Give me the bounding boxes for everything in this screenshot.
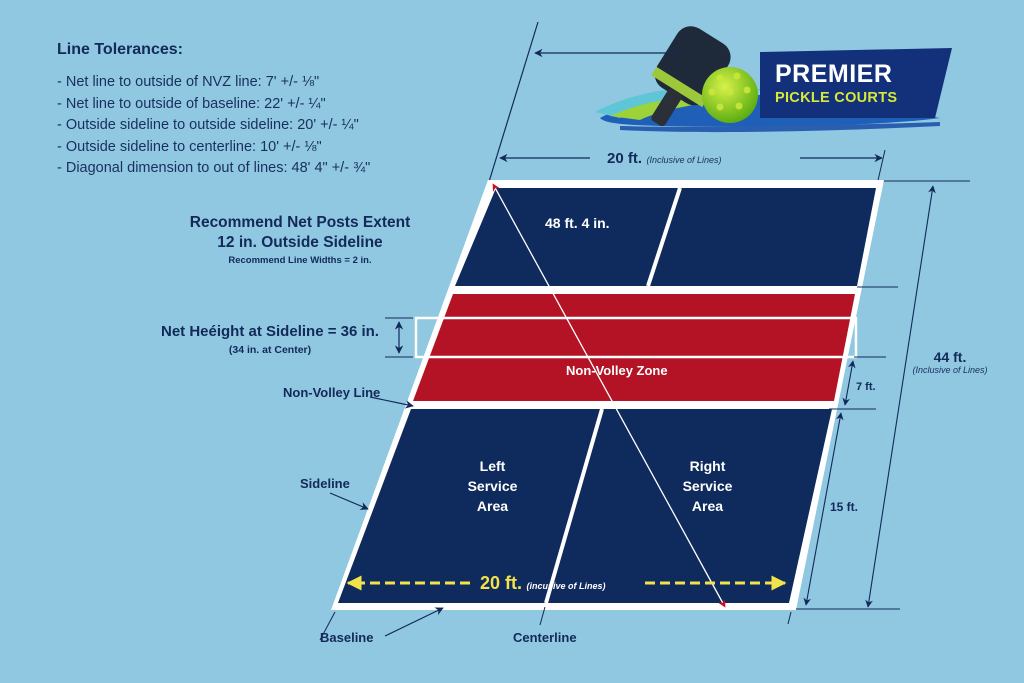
net-posts-line2: 12 in. Outside Sideline: [217, 234, 383, 251]
tolerance-item: Net line to outside of NVZ line: 7' +/- …: [57, 72, 370, 94]
length-dimension: 44 ft. (Inclusive of Lines): [912, 349, 988, 375]
tolerance-item: Diagonal dimension to out of lines: 48' …: [57, 158, 370, 180]
tolerance-item: Outside sideline to centerline: 10' +/- …: [57, 137, 370, 159]
logo-graphic: [595, 26, 952, 133]
right-service-area-label: Right Service Area: [682, 458, 733, 514]
non-volley-line-label: Non-Volley Line: [283, 385, 381, 400]
centerline-label: Centerline: [513, 630, 577, 645]
service-depth-dimension: 15 ft.: [830, 500, 859, 514]
tolerances-list: Net line to outside of NVZ line: 7' +/- …: [57, 72, 370, 180]
top-width-dimension: 20 ft. (Inclusive of Lines): [607, 150, 722, 167]
tolerance-item: Outside sideline to outside sideline: 20…: [57, 115, 370, 137]
net-posts-note: Recommend Net Posts Extent 12 in. Outsid…: [150, 213, 450, 269]
extension-line: [487, 21, 539, 186]
tolerances-title: Line Tolerances:: [57, 41, 183, 58]
logo-subtitle: PICKLE COURTS: [775, 90, 898, 106]
net-height-line2: (34 in. at Center): [228, 344, 312, 356]
line-width-note: Recommend Line Widths = 2 in.: [228, 255, 372, 266]
baseline-label: Baseline: [320, 630, 374, 645]
nvz-label: Non-Volley Zone: [566, 363, 668, 378]
bottom-width-dimension: 20 ft. (incusive of Lines): [480, 573, 606, 593]
net-height-note: Net Heéight at Sideline = 36 in. (34 in.…: [150, 322, 390, 358]
tolerance-item: Net line to outside of baseline: 22' +/-…: [57, 94, 370, 116]
nvz-depth-dimension: 7 ft.: [856, 381, 876, 393]
sideline-label: Sideline: [300, 476, 350, 491]
logo-title: PREMIER: [775, 60, 893, 88]
diagonal-label: 48 ft. 4 in.: [545, 215, 610, 231]
net-posts-line1: Recommend Net Posts Extent: [189, 214, 411, 231]
left-service-area-label: Left Service Area: [467, 458, 518, 514]
net-height-line1: Net Heéight at Sideline = 36 in.: [161, 323, 379, 340]
